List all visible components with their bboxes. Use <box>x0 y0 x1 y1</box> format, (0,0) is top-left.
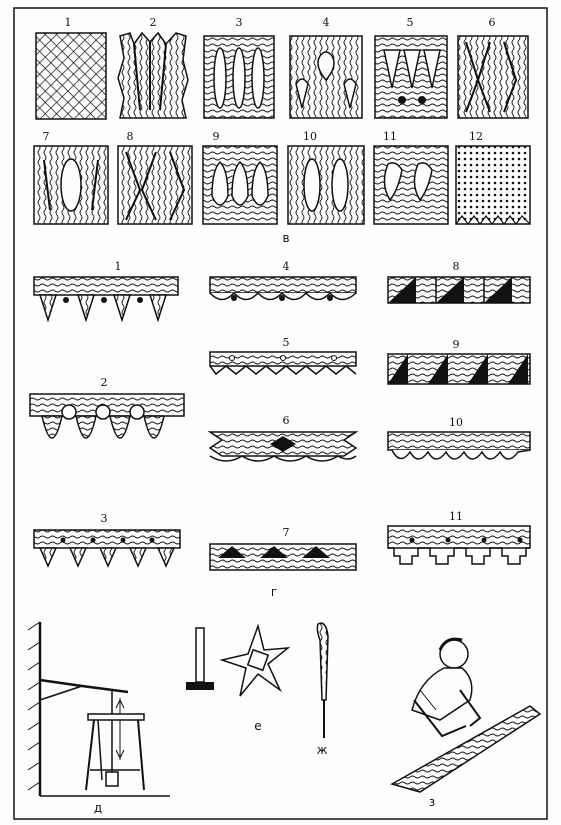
baluster-5: 5 <box>374 16 448 119</box>
board-9: 9 <box>387 338 531 385</box>
section-v-label: в <box>282 231 289 245</box>
board-3: 3 <box>33 512 181 568</box>
punch-and-star <box>186 623 291 697</box>
board-10-number: 10 <box>449 416 463 429</box>
board-3-number: 3 <box>101 512 108 525</box>
balusters-row-1: 1 2 3 4 5 6 <box>35 16 529 120</box>
board-4: 4 <box>209 260 357 301</box>
baluster-1-number: 1 <box>65 16 72 29</box>
baluster-3: 3 <box>203 16 275 119</box>
board-2: 2 <box>29 376 185 439</box>
baluster-1: 1 <box>35 16 107 120</box>
section-z-label: з <box>429 795 435 809</box>
section-g-label: г <box>271 585 277 599</box>
board-7: 7 <box>209 526 357 571</box>
board-6: 6 <box>207 414 359 462</box>
board-9-number: 9 <box>453 338 460 351</box>
baluster-8-number: 8 <box>127 130 134 143</box>
board-2-number: 2 <box>101 376 108 389</box>
section-d-label: д <box>94 801 102 815</box>
treadle-saw <box>27 621 170 797</box>
board-10: 10 <box>387 416 531 460</box>
baluster-7-number: 7 <box>43 130 50 143</box>
board-5: 5 <box>209 336 357 376</box>
balusters-row-2: 7 8 9 10 11 12 <box>33 130 531 225</box>
board-11: 11 <box>387 510 531 565</box>
baluster-11: 11 <box>373 130 449 225</box>
board-7-number: 7 <box>283 526 290 539</box>
board-1: 1 <box>33 260 179 323</box>
plate-frame <box>13 7 548 820</box>
boards: 1 2 3 4 5 <box>29 260 531 571</box>
baluster-10: 10 <box>287 130 365 225</box>
baluster-6-number: 6 <box>489 16 496 29</box>
baluster-8: 8 <box>117 130 193 225</box>
board-1-number: 1 <box>115 260 122 273</box>
craftsman-figure <box>390 637 542 793</box>
baluster-6: 6 <box>457 16 529 119</box>
board-11-number: 11 <box>449 510 463 523</box>
carving-knife <box>316 622 329 738</box>
baluster-4-number: 4 <box>323 16 330 29</box>
baluster-3-number: 3 <box>236 16 243 29</box>
baluster-5-number: 5 <box>407 16 414 29</box>
baluster-7: 7 <box>33 130 109 225</box>
baluster-9: 9 <box>202 130 278 225</box>
baluster-9-number: 9 <box>213 130 220 143</box>
board-5-number: 5 <box>283 336 290 349</box>
baluster-4: 4 <box>289 16 363 119</box>
section-e-label: е <box>254 719 261 733</box>
board-4-number: 4 <box>283 260 290 273</box>
baluster-2: 2 <box>117 16 189 119</box>
baluster-12-number: 12 <box>469 130 483 143</box>
baluster-11-number: 11 <box>383 130 397 143</box>
board-8-number: 8 <box>453 260 460 273</box>
board-6-number: 6 <box>283 414 290 427</box>
baluster-10-number: 10 <box>303 130 317 143</box>
baluster-12: 12 <box>455 130 531 225</box>
board-8: 8 <box>387 260 531 304</box>
section-zh-label: ж <box>317 743 328 757</box>
baluster-2-number: 2 <box>150 16 157 29</box>
